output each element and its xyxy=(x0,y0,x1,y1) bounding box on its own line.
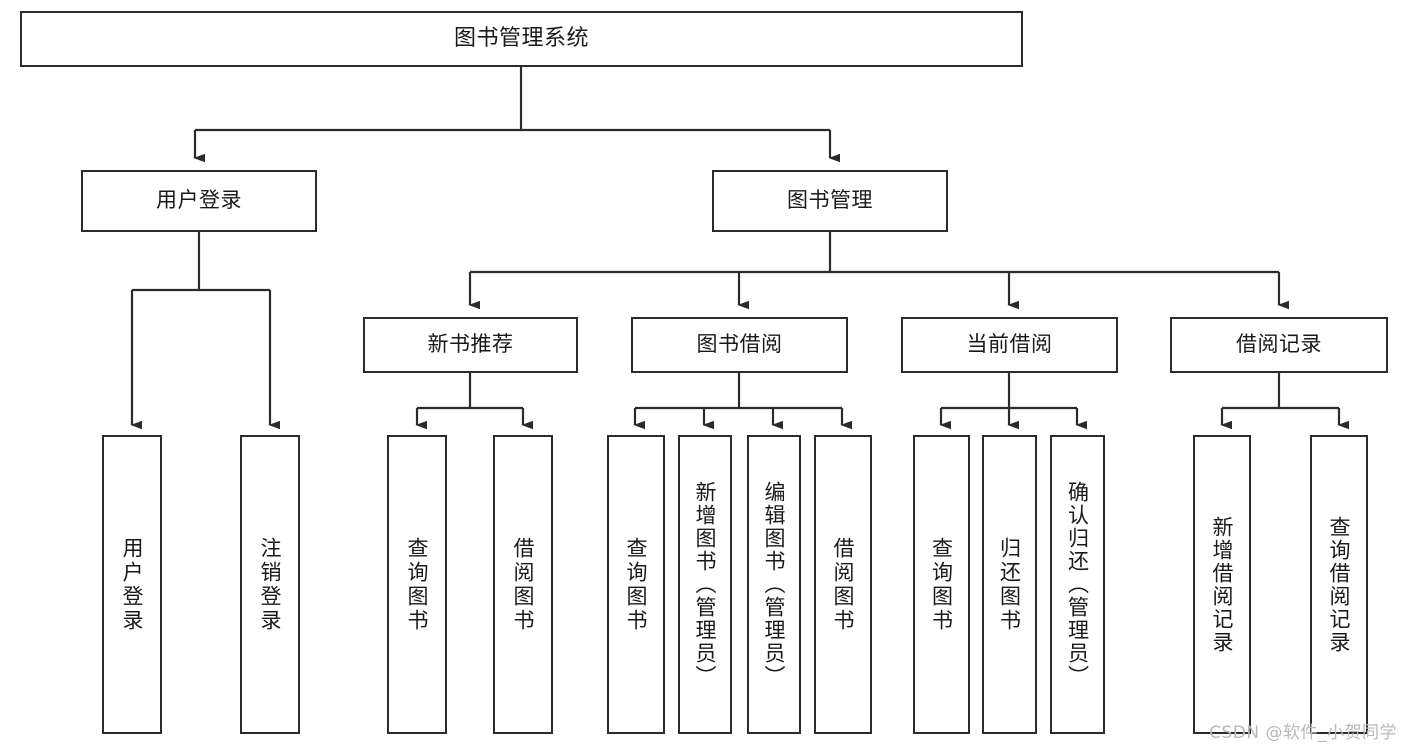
node-leaf-current-borrow-confirm-return[interactable]: 确认归还（管理员） xyxy=(1050,435,1105,734)
node-label: 查询图书 xyxy=(624,536,649,633)
node-leaf-user-login-login[interactable]: 用户登录 xyxy=(102,435,162,734)
node-book-management[interactable]: 图书管理 xyxy=(712,170,948,232)
node-leaf-book-borrow-borrow[interactable]: 借阅图书 xyxy=(814,435,872,734)
node-label: 用户登录 xyxy=(120,536,145,633)
node-label: 借阅图书 xyxy=(831,536,856,633)
node-borrow-record[interactable]: 借阅记录 xyxy=(1170,317,1388,373)
node-label: 新增图书（管理员） xyxy=(693,481,718,688)
node-leaf-book-borrow-edit[interactable]: 编辑图书（管理员） xyxy=(747,435,801,734)
node-leaf-current-borrow-return[interactable]: 归还图书 xyxy=(982,435,1037,734)
node-leaf-book-borrow-query[interactable]: 查询图书 xyxy=(607,435,665,734)
node-leaf-user-login-logout[interactable]: 注销登录 xyxy=(240,435,300,734)
node-label: 编辑图书（管理员） xyxy=(762,481,787,688)
node-label: 图书管理系统 xyxy=(453,25,589,51)
node-leaf-borrow-record-query[interactable]: 查询借阅记录 xyxy=(1310,435,1368,734)
node-label: 用户登录 xyxy=(156,188,242,213)
node-user-login[interactable]: 用户登录 xyxy=(81,170,317,232)
node-label: 借阅图书 xyxy=(511,536,536,633)
node-leaf-new-book-query[interactable]: 查询图书 xyxy=(387,435,447,734)
node-label: 注销登录 xyxy=(258,536,283,633)
node-label: 确认归还（管理员） xyxy=(1065,481,1090,688)
node-label: 查询借阅记录 xyxy=(1327,515,1352,654)
node-label: 图书管理 xyxy=(787,188,873,213)
watermark-text: CSDN @软件_小贺同学 xyxy=(1209,723,1397,743)
node-leaf-new-book-borrow[interactable]: 借阅图书 xyxy=(493,435,553,734)
node-leaf-book-borrow-add[interactable]: 新增图书（管理员） xyxy=(678,435,732,734)
node-book-borrow[interactable]: 图书借阅 xyxy=(631,317,848,373)
node-new-book-recommend[interactable]: 新书推荐 xyxy=(363,317,578,373)
node-label: 当前借阅 xyxy=(966,332,1053,357)
node-root-book-management-system[interactable]: 图书管理系统 xyxy=(20,11,1023,67)
node-leaf-current-borrow-query[interactable]: 查询图书 xyxy=(913,435,970,734)
node-label: 查询图书 xyxy=(929,536,954,633)
node-label: 查询图书 xyxy=(405,536,430,633)
node-label: 借阅记录 xyxy=(1236,332,1322,357)
node-label: 图书借阅 xyxy=(696,332,783,357)
node-label: 新书推荐 xyxy=(427,332,514,357)
node-current-borrow[interactable]: 当前借阅 xyxy=(901,317,1118,373)
node-label: 新增借阅记录 xyxy=(1210,515,1235,654)
node-leaf-borrow-record-add[interactable]: 新增借阅记录 xyxy=(1193,435,1251,734)
node-label: 归还图书 xyxy=(997,536,1022,633)
